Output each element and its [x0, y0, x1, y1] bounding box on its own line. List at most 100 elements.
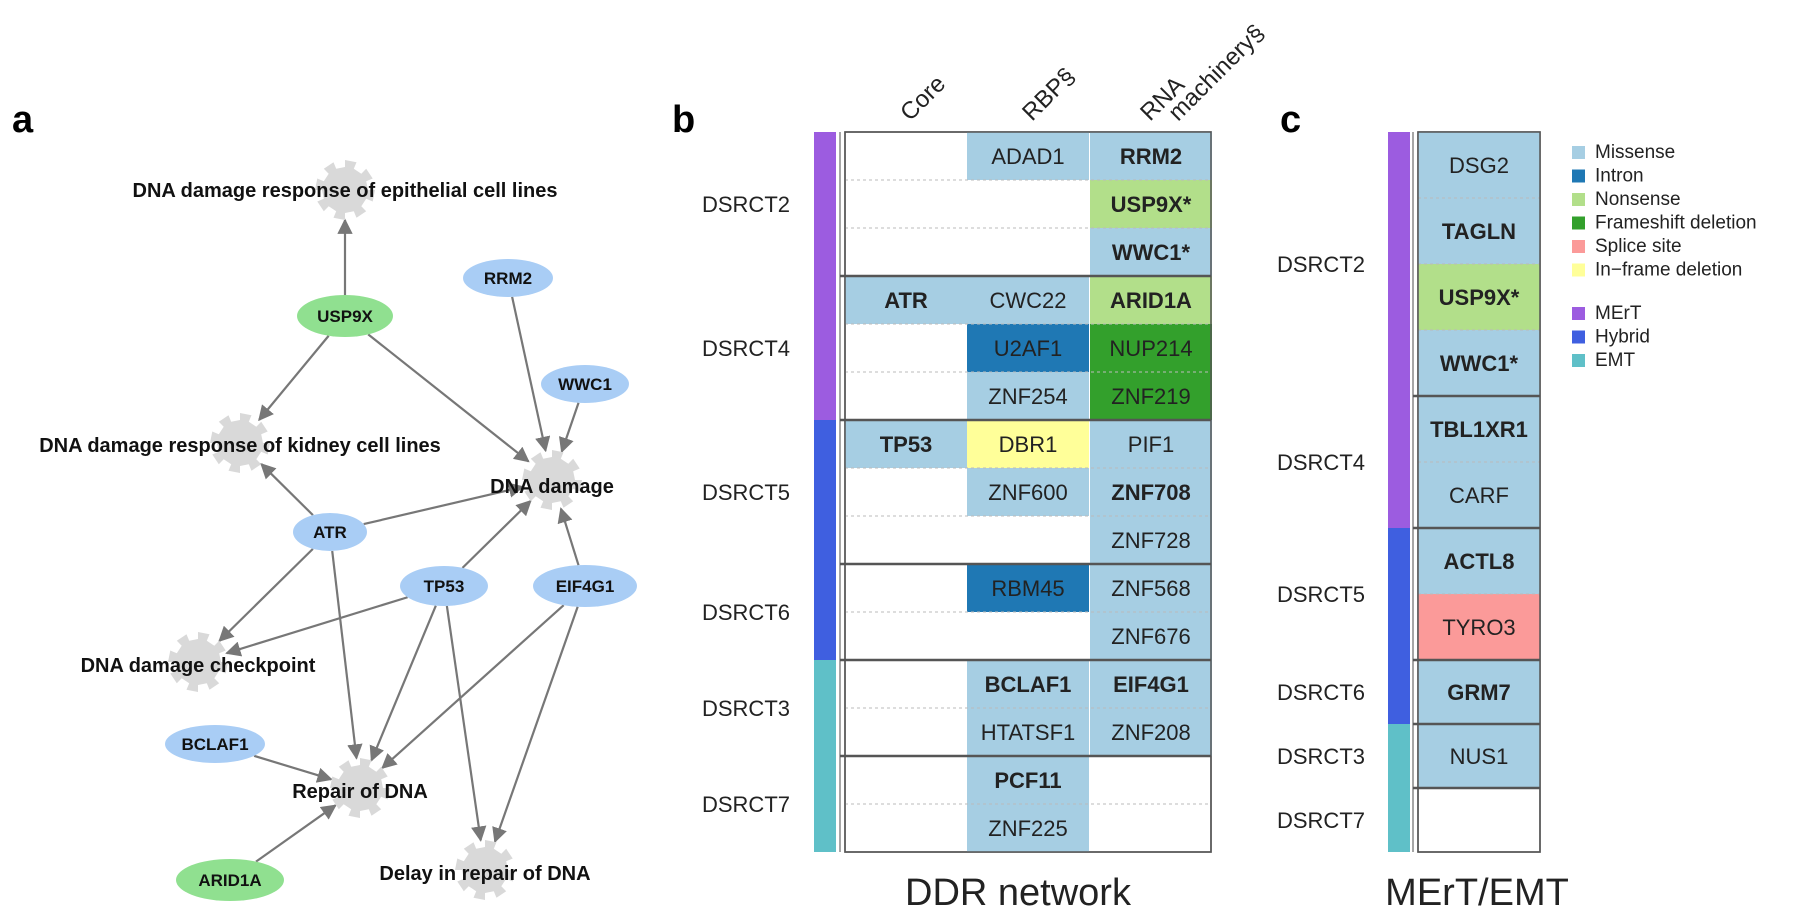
- function-label-f3: DNA damage: [490, 476, 614, 498]
- ddr-cell-label: ZNF208: [1111, 720, 1190, 745]
- ddr-cell-znf208: ZNF208: [1090, 708, 1212, 756]
- ddr-cell-znf219: ZNF219: [1090, 372, 1212, 420]
- legend-label: Nonsense: [1595, 189, 1681, 210]
- edge-g_atr-f3: [363, 482, 525, 526]
- panel-a-label: a: [12, 99, 34, 141]
- mert-subtype-bar-dsrct4: [1388, 396, 1410, 528]
- ddr-cell-znf728: ZNF728: [1090, 516, 1212, 564]
- legend-label: Frameshift deletion: [1595, 213, 1757, 234]
- mert-cell-label: USP9X*: [1439, 285, 1520, 310]
- mert-subtype-bar-dsrct5: [1388, 528, 1410, 660]
- mert-group-label-dsrct6: DSRCT6: [1277, 680, 1365, 705]
- gene-node-label: WWC1: [558, 375, 612, 394]
- ddr-cell-tp53: TP53: [845, 420, 967, 468]
- edge-g_wwc1-f3: [558, 402, 580, 454]
- ddr-cell-adad1: ADAD1: [967, 132, 1089, 180]
- function-labels: DNA damage response of epithelial cell l…: [39, 180, 614, 885]
- legend-item-in-frame-deletion: In−frame deletion: [1572, 260, 1742, 281]
- gene-node-eif4g1: EIF4G1: [533, 565, 637, 607]
- ddr-cell-label: ZNF676: [1111, 624, 1190, 649]
- network-edges: [218, 218, 580, 863]
- edge-g_arid1a-f5: [255, 804, 337, 863]
- ddr-cell-label: DBR1: [999, 432, 1058, 457]
- mert-group-label-dsrct7: DSRCT7: [1277, 808, 1365, 833]
- ddr-cell-znf254: ZNF254: [967, 372, 1089, 420]
- ddr-cell-dbr1: DBR1: [967, 420, 1089, 468]
- ddr-cell-bclaf1: BCLAF1: [967, 660, 1089, 708]
- mert-cell-tyro3: TYRO3: [1418, 594, 1540, 660]
- group-label-dsrct6: DSRCT6: [702, 600, 790, 625]
- mert-group-label-dsrct2: DSRCT2: [1277, 252, 1365, 277]
- mert-cell-label: DSG2: [1449, 153, 1509, 178]
- legend-label: Missense: [1595, 142, 1675, 163]
- ddr-cell-pif1: PIF1: [1090, 420, 1212, 468]
- legend-item-splice-site: Splice site: [1572, 236, 1682, 257]
- gene-node-atr: ATR: [293, 513, 367, 551]
- ddr-cell-label: EIF4G1: [1113, 672, 1189, 697]
- ddr-cell-label: ATR: [884, 288, 928, 313]
- ddr-cell-label: PIF1: [1128, 432, 1174, 457]
- mert-cell-nus1: NUS1: [1418, 724, 1540, 788]
- ddr-cell-label: USP9X*: [1111, 192, 1192, 217]
- mert-group-label-dsrct3: DSRCT3: [1277, 744, 1365, 769]
- legend-label: Splice site: [1595, 236, 1682, 257]
- gear-icon: [522, 450, 582, 510]
- ddr-cell-label: ADAD1: [991, 144, 1064, 169]
- gear-icon: [315, 160, 375, 220]
- column-header-rna-line2: machinery§: [1163, 19, 1270, 126]
- mert-cell-label: ACTL8: [1444, 549, 1515, 574]
- mert-cell-wwc1: WWC1*: [1418, 330, 1540, 396]
- legend-item-emt: EMT: [1572, 350, 1636, 371]
- edge-g_rrm2-f3: [511, 296, 551, 453]
- mert-subtype-bar-dsrct3: [1388, 724, 1410, 788]
- mert-cell-label: NUS1: [1450, 744, 1509, 769]
- gene-node-bclaf1: BCLAF1: [165, 725, 265, 763]
- gear-icon: [168, 632, 228, 692]
- edge-g_tp53-f4: [225, 596, 408, 657]
- ddr-cell-label: RBM45: [991, 576, 1064, 601]
- legend-item-missense: Missense: [1572, 142, 1675, 163]
- ddr-network-heatmap: DSRCT2DSRCT4DSRCT5DSRCT6DSRCT3DSRCT7ADAD…: [702, 19, 1270, 853]
- mert-emt-title: MErT/EMT: [1385, 872, 1569, 910]
- ddr-cell-rbm45: RBM45: [967, 564, 1089, 612]
- gene-node-label: RRM2: [484, 269, 532, 288]
- edge-g_eif4g1-f3: [557, 507, 580, 566]
- ddr-cell-label: ARID1A: [1110, 288, 1192, 313]
- mert-cell-dsg2: DSG2: [1418, 132, 1540, 198]
- mert-group-label-dsrct4: DSRCT4: [1277, 450, 1365, 475]
- edge-g_bclaf1-f5: [253, 754, 333, 783]
- mert-cell-usp9x: USP9X*: [1418, 264, 1540, 330]
- panel-c-label: c: [1280, 99, 1301, 141]
- ddr-cell-label: TP53: [880, 432, 933, 457]
- legend-label: Intron: [1595, 166, 1644, 187]
- function-label-f2: DNA damage response of kidney cell lines: [39, 435, 441, 457]
- mert-subtype-bar-dsrct2: [1388, 132, 1410, 396]
- mert-cell-label: TYRO3: [1442, 615, 1515, 640]
- edge-g_atr-f5: [331, 550, 363, 760]
- ddr-cell-label: PCF11: [994, 768, 1061, 793]
- gene-node-label: TP53: [424, 577, 465, 596]
- ddr-cell-label: NUP214: [1109, 336, 1192, 361]
- ddr-cell-arid1a: ARID1A: [1090, 276, 1212, 324]
- ddr-cell-pcf11: PCF11: [967, 756, 1089, 804]
- edge-g_eif4g1-f6: [492, 606, 579, 844]
- ddr-cell-cwc22: CWC22: [967, 276, 1089, 324]
- mert-group-label-dsrct5: DSRCT5: [1277, 582, 1365, 607]
- legend-label: In−frame deletion: [1595, 260, 1742, 281]
- ddr-cell-znf600: ZNF600: [967, 468, 1089, 516]
- subtype-bar-dsrct4: [814, 276, 836, 420]
- function-nodes: [168, 160, 582, 900]
- column-header-1: RBP§: [1017, 63, 1080, 126]
- subtype-bar-dsrct7: [814, 756, 836, 852]
- ddr-cell-label: HTATSF1: [981, 720, 1076, 745]
- mert-subtype-bar-dsrct7: [1388, 788, 1410, 852]
- ddr-cell-label: U2AF1: [994, 336, 1062, 361]
- subtype-bar-dsrct5: [814, 420, 836, 564]
- gene-node-label: ATR: [313, 523, 347, 542]
- mert-cell-actl8: ACTL8: [1418, 528, 1540, 594]
- edge-g_tp53-f5: [369, 605, 437, 762]
- ddr-cell-label: BCLAF1: [985, 672, 1072, 697]
